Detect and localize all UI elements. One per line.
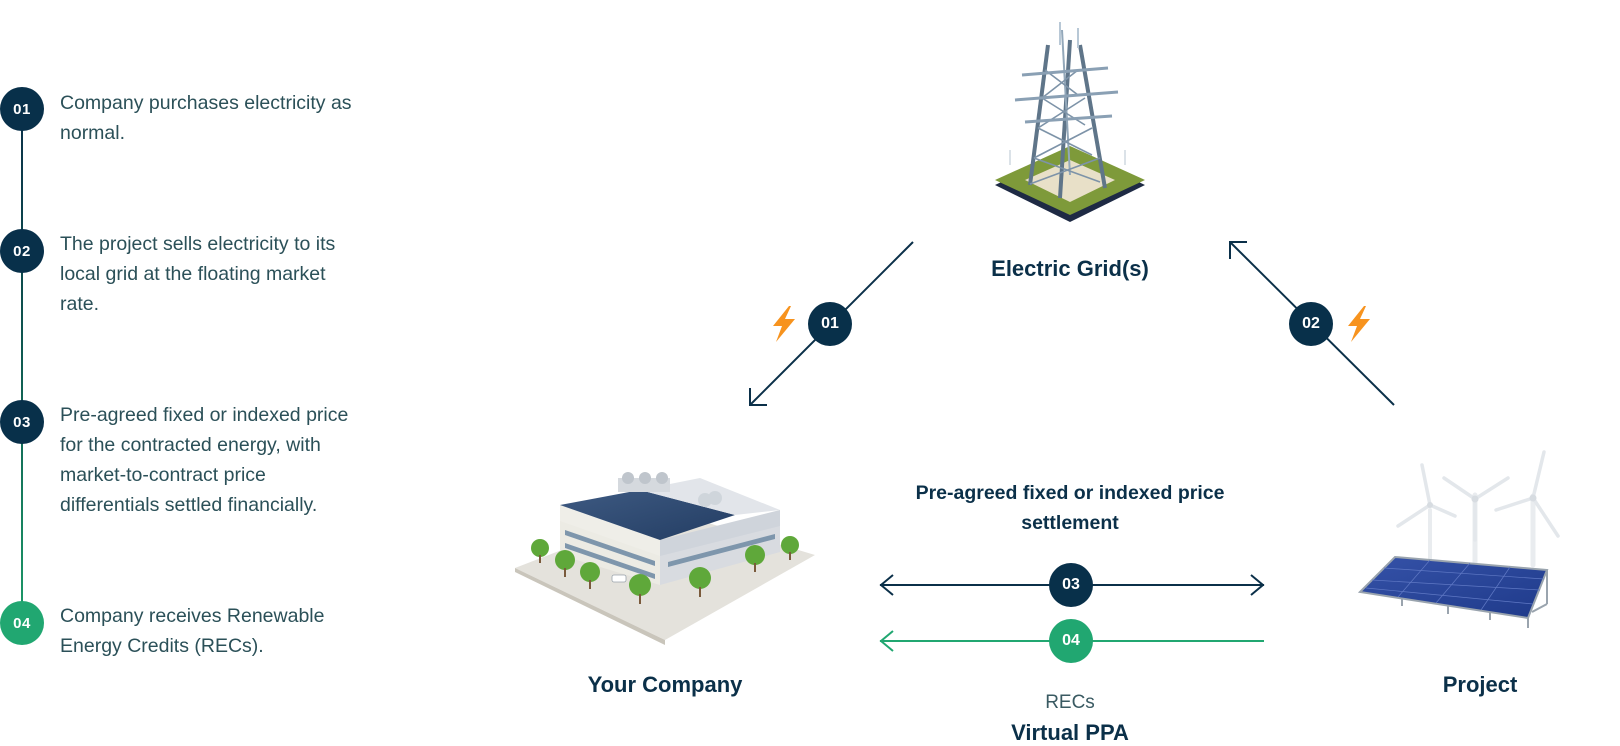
flow-badge-02: 02 <box>1289 302 1333 346</box>
recs-label: RECs <box>1045 692 1095 713</box>
node-label-company: Your Company <box>587 672 743 697</box>
transmission-tower-icon <box>995 22 1145 222</box>
step-badge-04: 04 <box>0 601 44 645</box>
flow-badge-04: 04 <box>1049 619 1093 663</box>
step-text-02: The project sells electricity to its loc… <box>60 233 336 315</box>
flow-badge-01: 01 <box>808 302 852 346</box>
lightning-bolt-icon <box>773 306 795 342</box>
node-label-grid: Electric Grid(s) <box>991 256 1149 281</box>
solar-wind-farm-icon <box>1357 450 1560 628</box>
lightning-bolt-icon <box>1348 306 1370 342</box>
timeline-line <box>21 108 23 622</box>
step-badge-03: 03 <box>0 400 44 444</box>
flow-badge-03: 03 <box>1049 563 1093 607</box>
step-text-03: Pre-agreed fixed or indexed price for th… <box>60 404 349 516</box>
step-badge-01: 01 <box>0 87 44 131</box>
step-text-04: Company receives Renewable Energy Credit… <box>60 605 325 657</box>
virtual-ppa-title: Virtual PPA <box>1011 720 1129 745</box>
factory-building-icon <box>515 472 815 645</box>
step-text-01: Company purchases electricity as normal. <box>60 92 352 144</box>
step-badge-02: 02 <box>0 229 44 273</box>
node-label-project: Project <box>1442 672 1518 697</box>
settlement-caption: Pre-agreed fixed or indexed price settle… <box>915 482 1225 534</box>
